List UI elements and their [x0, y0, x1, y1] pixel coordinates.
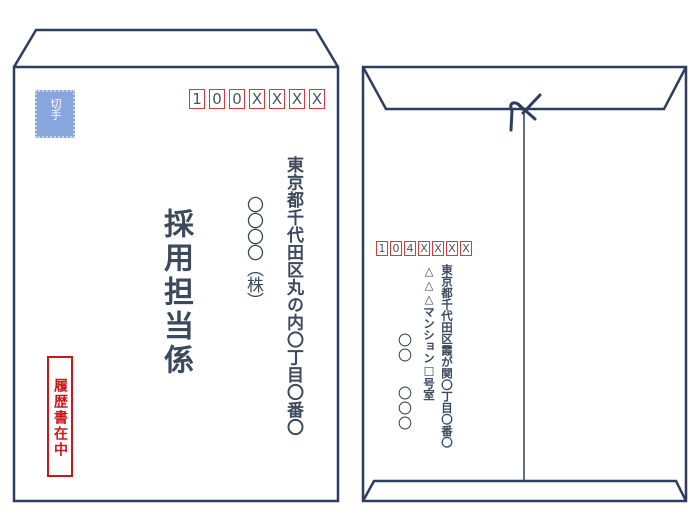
string-tie-icon [509, 93, 542, 132]
postal-digit: 0 [209, 89, 225, 109]
sender-address-line2: △△△マンション□号室 [422, 264, 436, 401]
postal-digit: X [418, 241, 430, 256]
sender-address-line1: 東京都千代田区霞が関〇丁目〇番〇 [440, 264, 454, 448]
front-postal-code: 1 0 0 X X X X [189, 89, 325, 109]
stamp-label: 切手 [49, 98, 62, 120]
sender-name-family: 〇〇 [396, 333, 412, 363]
postal-digit: X [432, 241, 444, 256]
postal-digit: X [249, 89, 265, 109]
postal-digit: 1 [376, 241, 388, 256]
postal-digit: 0 [390, 241, 402, 256]
postal-digit: X [289, 89, 305, 109]
stamp-placeholder: 切手 [35, 90, 75, 138]
recipient-name: 採用担当係 [158, 208, 193, 378]
postal-digit: X [269, 89, 285, 109]
postal-digit: 1 [189, 89, 205, 109]
postal-digit: X [460, 241, 472, 256]
enclosure-stamp: 履歴書在中 [47, 356, 73, 477]
postal-digit: 0 [229, 89, 245, 109]
postal-digit: X [446, 241, 458, 256]
front-envelope-outline [12, 28, 340, 503]
enclosure-label: 履歴書在中 [52, 378, 68, 458]
sender-name-given: 〇〇〇 [396, 386, 412, 431]
postal-digit: 4 [404, 241, 416, 256]
postal-digit: X [309, 89, 325, 109]
company-name: 〇〇〇〇（株） [243, 196, 263, 308]
front-address: 東京都千代田区丸の内〇丁目〇番〇 [283, 156, 303, 436]
back-postal-code: 1 0 4 X X X X [376, 241, 472, 256]
